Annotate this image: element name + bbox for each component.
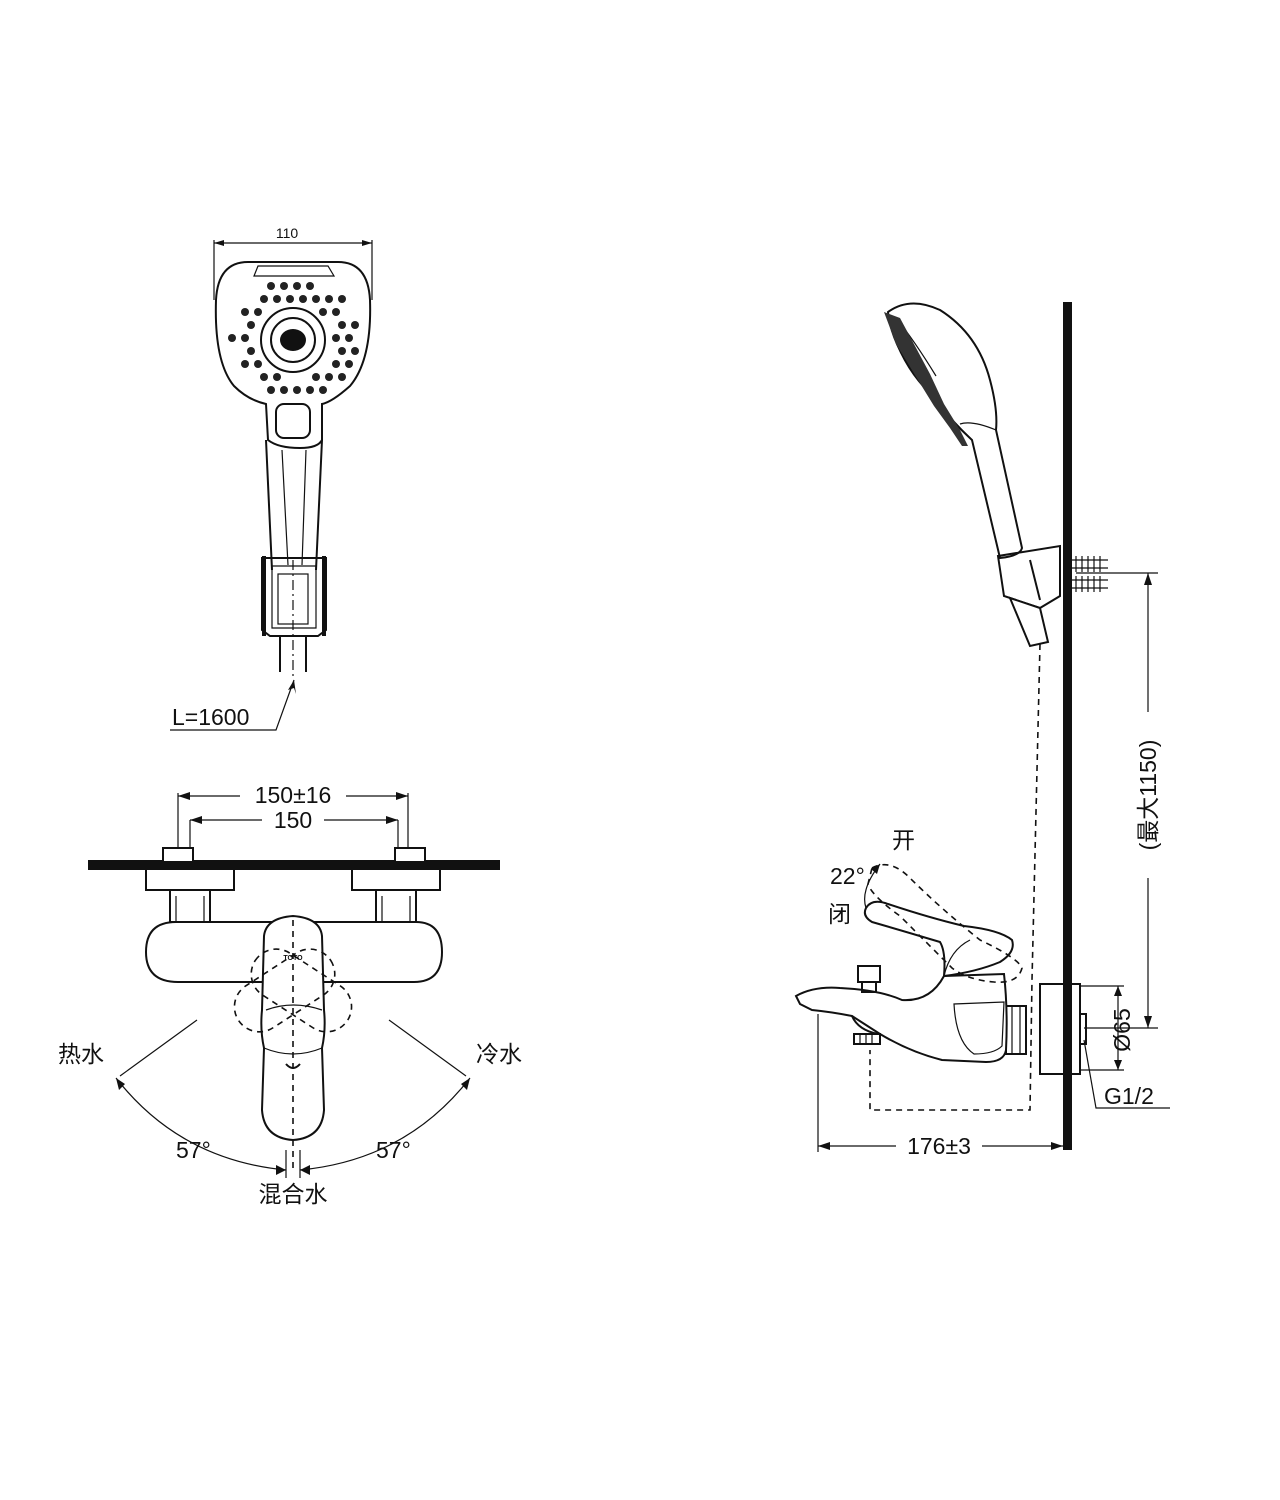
- spray-dot: [267, 386, 275, 394]
- spray-dot: [338, 295, 346, 303]
- spray-dot: [312, 373, 320, 381]
- spray-dot: [254, 360, 262, 368]
- spray-dot: [345, 360, 353, 368]
- lever-angle-label: 22°: [830, 863, 865, 889]
- mixed-water-label: 混合水: [259, 1181, 328, 1207]
- spray-dot: [293, 386, 301, 394]
- spray-dot: [338, 373, 346, 381]
- inlet-distance-label: 150±16: [255, 782, 332, 808]
- hose-length-label: L=1600: [172, 704, 249, 730]
- right-angle-label: 57°: [376, 1137, 411, 1163]
- spray-nozzle-dots: [228, 282, 359, 394]
- shower-width-label: 110: [276, 225, 299, 241]
- spray-dot: [299, 295, 307, 303]
- cold-water-label: 冷水: [476, 1041, 522, 1067]
- spray-dot: [273, 373, 281, 381]
- spray-dot: [306, 282, 314, 290]
- spray-dot: [247, 347, 255, 355]
- spray-dot: [325, 295, 333, 303]
- diameter-label: Ø65: [1109, 1008, 1135, 1051]
- spray-dot: [241, 334, 249, 342]
- close-label: 闭: [828, 901, 851, 927]
- spray-dot: [345, 334, 353, 342]
- spray-dot: [312, 295, 320, 303]
- spray-dot: [351, 347, 359, 355]
- spray-dot: [267, 282, 275, 290]
- spray-dot: [241, 308, 249, 316]
- spray-dot: [319, 308, 327, 316]
- spray-dot: [325, 373, 333, 381]
- spray-dot: [273, 295, 281, 303]
- inlet-nominal-label: 150: [274, 807, 312, 833]
- spray-dot: [319, 386, 327, 394]
- side-view: (最大1150) Ø65 G1/2 开 22: [794, 302, 1170, 1159]
- spray-dot: [280, 386, 288, 394]
- spray-dot: [260, 373, 268, 381]
- mixer-front-view: 150±16 150 TOTO: [58, 782, 522, 1207]
- mount-screws: [1072, 556, 1108, 592]
- spray-dot: [351, 321, 359, 329]
- spray-dot: [247, 321, 255, 329]
- spray-dot: [338, 321, 346, 329]
- spray-dot: [286, 295, 294, 303]
- hot-water-label: 热水: [58, 1041, 104, 1067]
- spray-dot: [260, 295, 268, 303]
- spray-dot: [338, 347, 346, 355]
- hand-shower-front-view: 110 L=1600: [170, 225, 373, 731]
- spray-dot: [280, 282, 288, 290]
- spray-dot: [254, 308, 262, 316]
- spray-dot: [241, 360, 249, 368]
- spout-length-label: 176±3: [907, 1133, 971, 1159]
- spray-dot: [332, 360, 340, 368]
- max-height-label: (最大1150): [1135, 740, 1161, 851]
- spray-dot: [228, 334, 236, 342]
- left-angle-label: 57°: [176, 1137, 211, 1163]
- spray-dot: [306, 386, 314, 394]
- open-label: 开: [892, 827, 915, 853]
- spray-dot: [332, 334, 340, 342]
- spray-dot: [293, 282, 301, 290]
- thread-label: G1/2: [1104, 1083, 1154, 1109]
- spray-dot: [332, 308, 340, 316]
